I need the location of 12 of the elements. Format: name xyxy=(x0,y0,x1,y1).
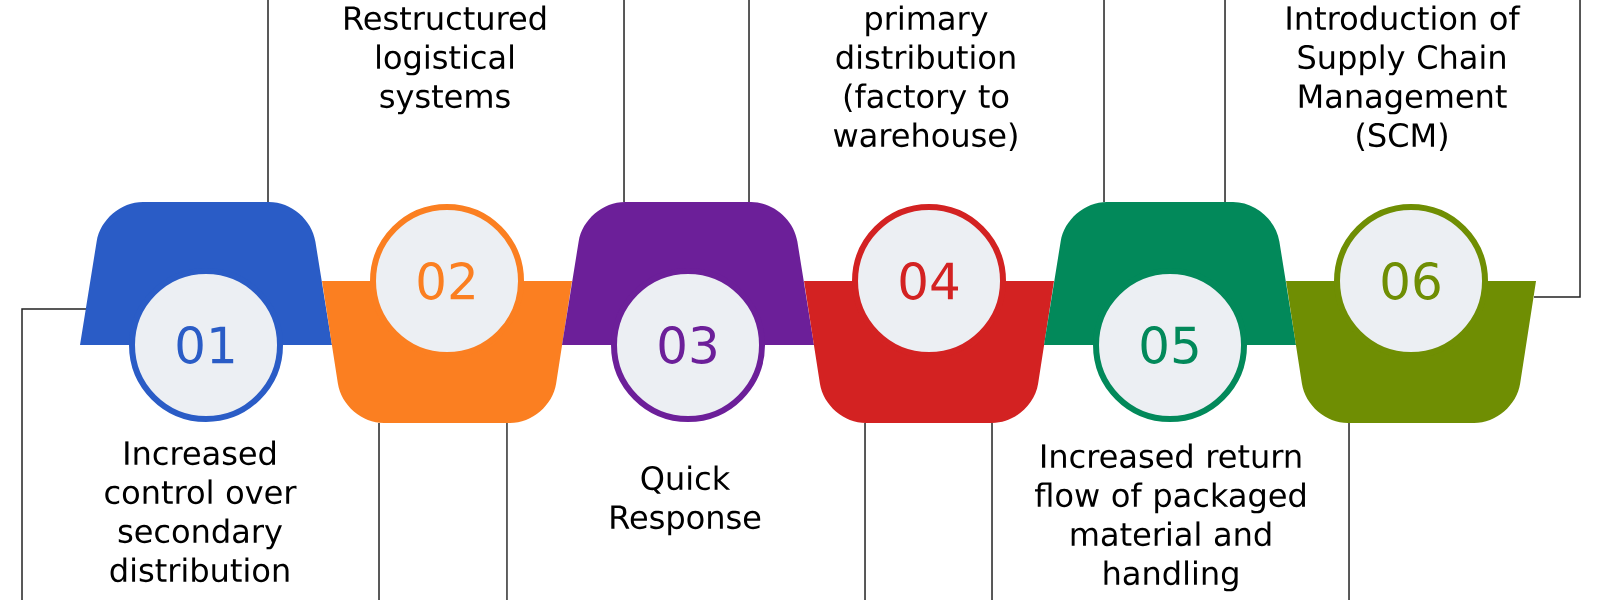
step-badge: 04 xyxy=(804,204,1054,423)
step-badge: 03 xyxy=(562,202,814,422)
description-text: Increased return flow of packaged material and handling xyxy=(1035,443,1305,592)
step-badge: 06 xyxy=(1286,204,1536,423)
description-text: Quick Response xyxy=(611,465,761,536)
description-text: primary distribution (factory to warehouse) xyxy=(833,5,1017,151)
description-text: Restructured logistical systems xyxy=(345,5,546,115)
step-badge: 02 xyxy=(322,204,572,423)
description-text: Introduction of Supply Chain Management (SCM) xyxy=(1287,5,1521,151)
step-badge: 01 xyxy=(80,202,332,422)
description-text: Increased control over secondary distribution xyxy=(105,440,297,583)
step-badge: 05 xyxy=(1044,202,1296,422)
